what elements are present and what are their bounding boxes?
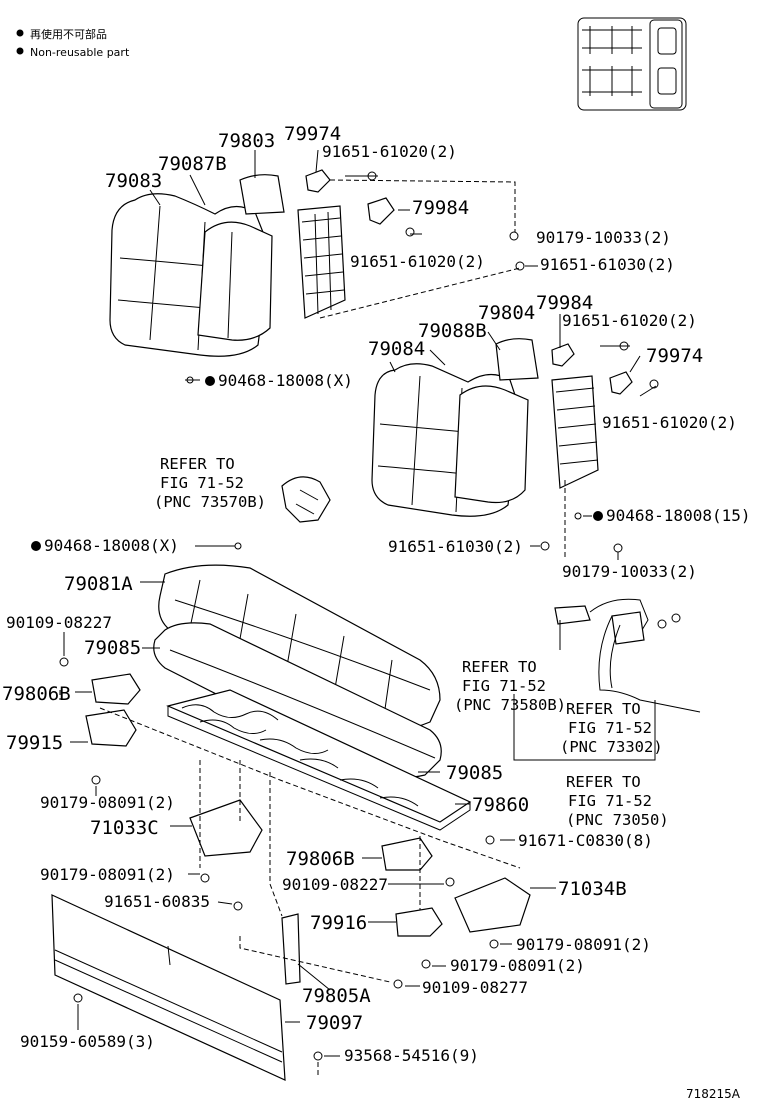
part-label: 90179-10033(2): [536, 228, 671, 247]
part-label: 79804: [478, 302, 535, 324]
legend-japanese-text: 再使用不可部品: [30, 27, 107, 41]
svg-text:FIG 71-52: FIG 71-52: [462, 677, 546, 695]
reference-note-73050: REFER TO FIG 71-52 (PNC 73050): [566, 773, 669, 829]
vehicle-location-icon: [577, 17, 687, 111]
svg-text:REFER TO: REFER TO: [566, 773, 641, 791]
part-label: 91651-61020(2): [322, 142, 457, 161]
svg-text:FIG 71-52: FIG 71-52: [568, 792, 652, 810]
part-label: 79916: [310, 912, 367, 934]
reference-note-73570b: REFER TO FIG 71-52 (PNC 73570B): [154, 455, 266, 511]
svg-text:(PNC 73570B): (PNC 73570B): [154, 493, 266, 511]
reference-note-73580b: REFER TO FIG 71-52 (PNC 73580B): [454, 658, 566, 714]
part-label: 91651-61020(2): [562, 311, 697, 330]
part-label: 93568-54516(9): [344, 1046, 479, 1065]
part-label: 90468-18008(X): [218, 371, 353, 390]
part-label: 79805A: [302, 985, 371, 1007]
part-label: 79081A: [64, 573, 133, 595]
part-label: 79806B: [286, 848, 355, 870]
part-label: 79097: [306, 1012, 363, 1034]
svg-text:(PNC 73050): (PNC 73050): [566, 811, 669, 829]
seatback-assembly-left: [109, 174, 346, 357]
part-label: 71034B: [558, 878, 627, 900]
svg-text:FIG 71-52: FIG 71-52: [160, 474, 244, 492]
seat-frame: [166, 689, 472, 831]
part-label: 79085: [84, 637, 141, 659]
part-label: 90468-18008(15): [606, 506, 751, 525]
part-label: 79085: [446, 762, 503, 784]
riser-bracket-right: [381, 835, 531, 969]
figure-code: 718215A: [686, 1087, 741, 1101]
reference-notes: REFER TO FIG 71-52 (PNC 73570B) REFER TO…: [154, 455, 669, 829]
part-label: 90179-08091(2): [450, 956, 585, 975]
svg-text:(PNC 73302): (PNC 73302): [560, 738, 663, 756]
part-label: 90109-08227: [282, 875, 388, 894]
svg-text:REFER TO: REFER TO: [462, 658, 537, 676]
part-label: 79974: [646, 345, 703, 367]
legend: 再使用不可部品 Non-reusable part: [16, 27, 130, 59]
part-label: 90109-08277: [422, 978, 528, 997]
reference-note-73302: REFER TO FIG 71-52 (PNC 73302): [560, 700, 663, 756]
part-label: 79974: [284, 123, 341, 145]
legend-bullet-icon: [16, 29, 24, 37]
part-label: 79806B: [2, 683, 71, 705]
riser-bracket-left: [85, 673, 263, 883]
part-label: 79087B: [158, 153, 227, 175]
svg-text:REFER TO: REFER TO: [566, 700, 641, 718]
part-label: 90468-18008(X): [44, 536, 179, 555]
part-label: 91651-61030(2): [388, 537, 523, 556]
part-label: 79088B: [418, 320, 487, 342]
svg-text:(PNC 73580B): (PNC 73580B): [454, 696, 566, 714]
seat-belt-right: [554, 598, 701, 713]
seat-cover-panel: [51, 894, 403, 1081]
part-label: 90159-60589(3): [20, 1032, 155, 1051]
part-label: 90179-08091(2): [40, 865, 175, 884]
part-label: 79984: [536, 292, 593, 314]
part-label: 91651-61020(2): [602, 413, 737, 432]
seat-belt-buckle-left: [281, 476, 331, 523]
part-label: 79984: [412, 197, 469, 219]
legend-bullet-icon: [16, 47, 24, 55]
part-label: 91651-60835: [104, 892, 210, 911]
part-label: 91651-61020(2): [350, 252, 485, 271]
svg-text:REFER TO: REFER TO: [160, 455, 235, 473]
legend-english-text: Non-reusable part: [30, 46, 130, 59]
seatback-assembly-right: [371, 338, 633, 517]
non-reusable-mark-icon: [205, 376, 215, 386]
part-label: 79860: [472, 794, 529, 816]
part-label: 91651-61030(2): [540, 255, 675, 274]
seat-leg: [281, 913, 301, 985]
part-label: 90179-10033(2): [562, 562, 697, 581]
part-label: 90109-08227: [6, 613, 112, 632]
seat-cushion: [153, 564, 442, 779]
part-label: 71033C: [90, 817, 159, 839]
hinge-brackets-upper: [305, 169, 525, 271]
non-reusable-mark-icon: [593, 511, 603, 521]
leader-lines: [59, 149, 657, 1076]
part-label: 79803: [218, 130, 275, 152]
svg-text:FIG 71-52: FIG 71-52: [568, 719, 652, 737]
part-label: 90179-08091(2): [40, 793, 175, 812]
part-label: 79915: [6, 732, 63, 754]
part-labels: 79803 79974 79087B 79083 91651-61020(2) …: [2, 123, 751, 1065]
part-label: 90179-08091(2): [516, 935, 651, 954]
part-label: 79083: [105, 170, 162, 192]
part-label: 91671-C0830(8): [518, 831, 653, 850]
part-label: 79084: [368, 338, 425, 360]
non-reusable-mark-icon: [31, 541, 41, 551]
